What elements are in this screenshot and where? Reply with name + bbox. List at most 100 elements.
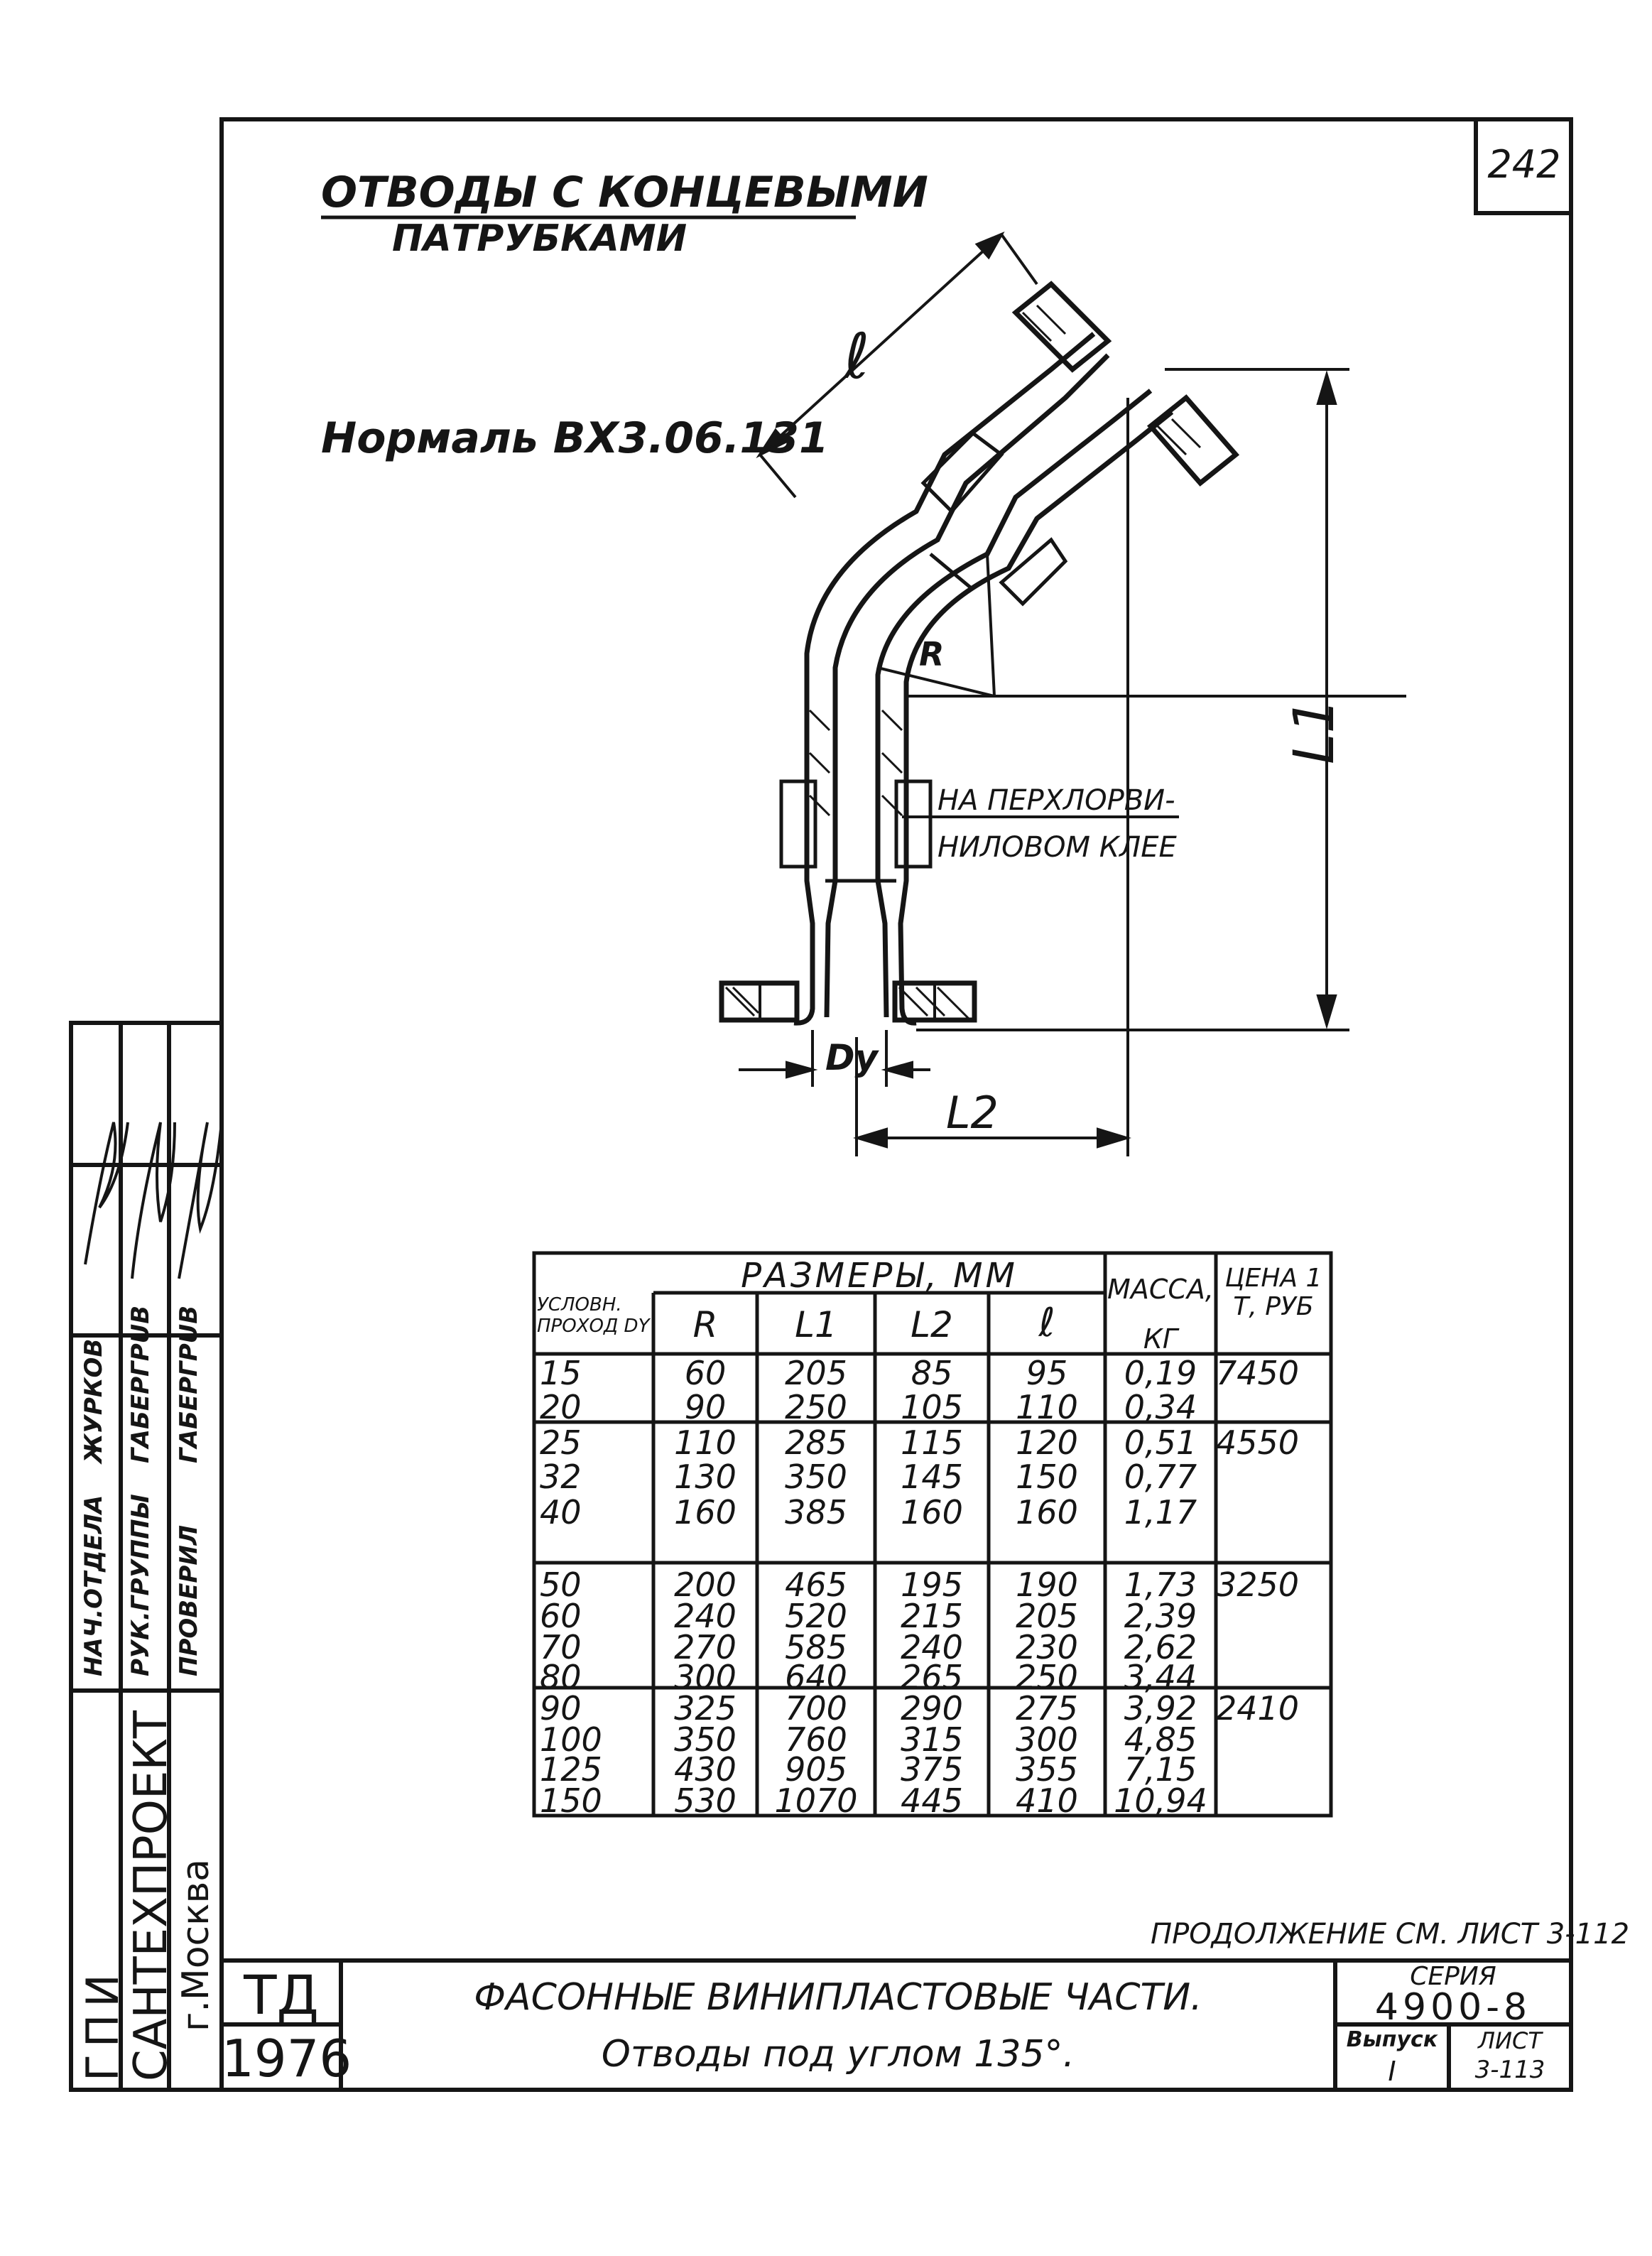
table-cell-mass: 0,19 [1124,1354,1197,1392]
stamp-year: 1976 [222,2029,352,2088]
table-cell-l1: 585 [785,1628,847,1666]
dim-label-l1: L1 [1283,698,1347,764]
table-cell-mass: 10,94 [1114,1782,1207,1820]
elbow-drawing [719,281,1240,1026]
table-cell-mass: 3,44 [1124,1658,1197,1696]
table-cell-l1: 465 [785,1566,847,1604]
continuation-note: Продолжение см. лист 3-112 [1151,1918,1630,1951]
stamp-series-value: 4900-8 [1374,1986,1532,2029]
sheet-number: 242 [1487,142,1561,187]
table-cell-mass: 2,39 [1124,1597,1197,1635]
side-role-1: Нач.отдела [80,1495,108,1676]
table-cell-dy: 20 [540,1388,582,1426]
table-cell-l2: 375 [901,1750,963,1789]
dimension-lines [739,231,1406,1156]
table-cell-price: 3250 [1216,1566,1300,1604]
table-cell-l2: 445 [901,1782,963,1820]
table-cell-l2: 240 [901,1628,963,1666]
table-cell-r: 90 [684,1388,727,1426]
table-cell-mass: 1,17 [1124,1493,1197,1531]
table-cell-r: 530 [674,1782,737,1820]
stamp-issue-value: I [1388,2056,1396,2087]
table-cell-l2: 85 [911,1354,953,1392]
table-cell-dy: 60 [540,1597,582,1635]
table-cell-dy: 50 [540,1566,582,1604]
stamp-caption-line1: Фасонные винипластовые части. [474,1976,1202,2019]
table-cell-l2: 115 [901,1423,963,1462]
side-org-line3: г.Москва [175,1858,217,2032]
stamp-sheet-label: Лист [1478,2027,1542,2054]
col-header-l: ℓ [1038,1300,1055,1346]
table-cell-mass: 3,92 [1124,1689,1197,1728]
table-cell-l2: 290 [901,1689,963,1728]
glue-note-line1: На перхлорви- [938,784,1175,817]
table-cell-mass: 0,34 [1124,1388,1197,1426]
table-cell-dy: 125 [540,1750,602,1789]
table-cell-dy: 15 [540,1354,582,1392]
table-group-header: Размеры, мм [741,1256,1018,1296]
side-name-3: Габергрub [175,1305,203,1463]
side-role-3: Проверил [175,1524,203,1676]
table-cell-l: 120 [1016,1423,1078,1462]
table-cell-r: 60 [684,1354,727,1392]
table-cell-l1: 205 [785,1354,847,1392]
table-cell-l: 95 [1026,1354,1068,1392]
table-cell-mass: 0,77 [1124,1458,1197,1496]
table-cell-l1: 700 [785,1689,847,1728]
table-cell-dy: 90 [540,1689,582,1728]
table-cell-l1: 640 [785,1658,847,1696]
col-header-l2: L2 [911,1304,953,1345]
table-cell-mass: 7,15 [1124,1750,1197,1789]
table-cell-l: 355 [1016,1750,1078,1789]
side-block-border [69,1021,224,2092]
table-cell-l2: 105 [901,1388,963,1426]
signature-marks [84,1122,223,1279]
dim-label-r: R [919,635,945,673]
table-cell-r: 160 [674,1493,737,1531]
side-org-line1: ГПИ [77,1967,129,2081]
table-cell-dy: 40 [540,1493,582,1531]
stamp-caption-line2: Отводы под углом 135°. [601,2033,1075,2076]
table-cell-r: 325 [674,1689,737,1728]
col-header-mass: Масса, кг [1107,1274,1214,1355]
drawing-title-line1: Отводы с концевыми [321,168,928,217]
table-cell-l: 250 [1016,1658,1078,1696]
table-cell-mass: 1,73 [1124,1566,1197,1604]
glue-note-line2: ниловом клее [938,831,1177,864]
dim-label-dy: Dy [825,1037,879,1078]
table-cell-dy: 150 [540,1782,602,1820]
table-cell-l2: 315 [901,1720,963,1759]
table-cell-l: 410 [1016,1782,1078,1820]
table-cell-l1: 385 [785,1493,847,1531]
table-cell-l: 205 [1016,1597,1078,1635]
section-hatching [724,304,1202,1020]
table-cell-l2: 160 [901,1493,963,1531]
stamp-series-label: Серия [1410,1962,1496,1991]
table-cell-l1: 285 [785,1423,847,1462]
table-cell-dy: 70 [540,1628,582,1666]
dim-label-l2: L2 [946,1087,999,1139]
col-header-price: Цена 1 т, руб [1224,1264,1322,1321]
col-header-passage: Условн. проход Dy [537,1294,650,1337]
table-cell-l: 110 [1016,1388,1078,1426]
table-cell-l2: 265 [901,1658,963,1696]
table-cell-price: 7450 [1216,1354,1300,1392]
table-cell-l: 300 [1016,1720,1078,1759]
side-role-2: Рук.группы [126,1494,155,1676]
table-cell-price: 4550 [1216,1423,1300,1462]
stamp-issue-label: Выпуск [1346,2027,1438,2052]
table-cell-l2: 145 [901,1458,963,1496]
table-cell-mass: 4,85 [1124,1720,1197,1759]
table-cell-l: 275 [1016,1689,1078,1728]
sheet-number-box [1474,119,1571,215]
table-cell-dy: 100 [540,1720,602,1759]
table-cell-r: 130 [674,1458,737,1496]
table-cell-l: 160 [1016,1493,1078,1531]
table-cell-l1: 905 [785,1750,847,1789]
table-cell-l: 190 [1016,1566,1078,1604]
table-cell-price: 2410 [1216,1689,1300,1728]
table-cell-r: 110 [674,1423,737,1462]
stamp-sheet-value: 3-113 [1474,2056,1545,2084]
table-cell-r: 200 [674,1566,737,1604]
